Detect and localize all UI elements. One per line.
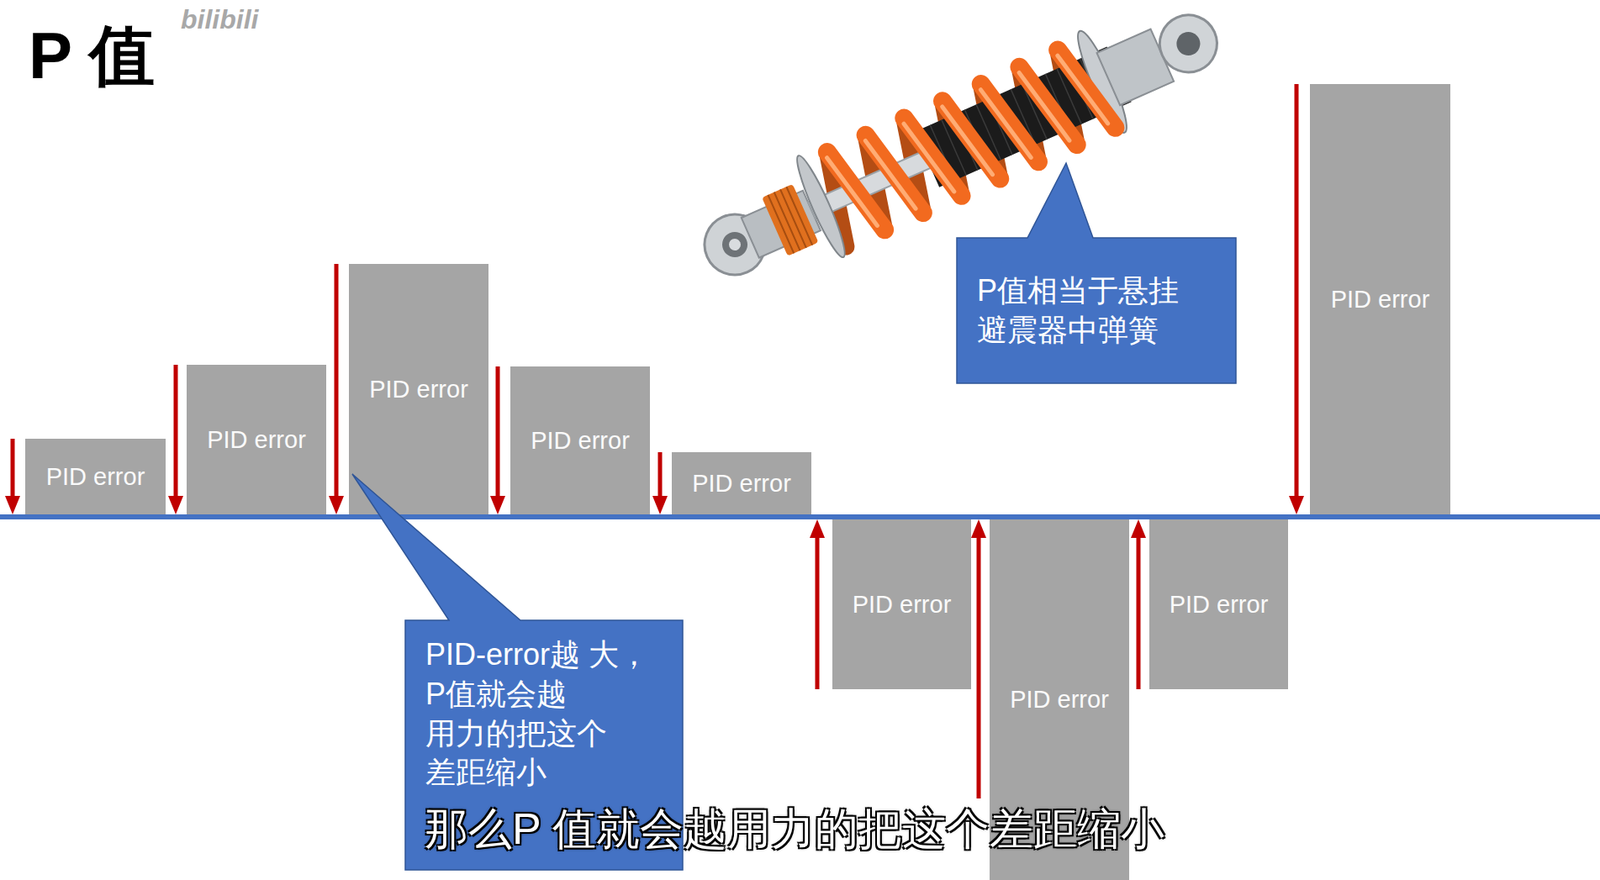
mount-hole bbox=[718, 227, 752, 262]
arrow-head bbox=[652, 496, 668, 515]
text-wrap: P值相当于悬挂 避震器中弹簧 bbox=[976, 271, 1216, 351]
watermark: bilibili bbox=[180, 5, 259, 35]
arrow-head bbox=[328, 496, 344, 515]
subtitle-caption: 那么P 值就会越用力的把这个差距缩小 bbox=[0, 805, 1590, 854]
text-wrap: PID error bbox=[1330, 285, 1431, 314]
node-text: PID error bbox=[1169, 591, 1269, 619]
node-text: PID error bbox=[46, 463, 146, 492]
arrow-head bbox=[971, 519, 987, 539]
arrow-head bbox=[5, 496, 21, 515]
text-wrap: PID error bbox=[369, 375, 469, 404]
error-bar: PID error bbox=[186, 364, 327, 515]
node-text: PID error bbox=[530, 427, 630, 455]
node-text: P值相当于悬挂 避震器中弹簧 bbox=[976, 271, 1216, 351]
arrow-head bbox=[1130, 519, 1146, 539]
text-wrap: PID error bbox=[691, 469, 792, 498]
error-bar: PID error bbox=[832, 519, 972, 690]
error-bar: PID error bbox=[25, 438, 166, 515]
arrow-shaft bbox=[174, 364, 179, 500]
node-text: PID-error越 大，P值就会越 用力的把这个 差距缩小 bbox=[425, 635, 663, 793]
error-bar: PID error bbox=[671, 452, 812, 515]
arrow-shaft bbox=[658, 452, 663, 500]
baseline bbox=[0, 514, 1600, 520]
error-bar: PID error bbox=[1149, 519, 1289, 690]
arrow-shaft bbox=[976, 534, 982, 799]
node-text: PID error bbox=[369, 375, 469, 404]
arrow-shaft bbox=[10, 438, 16, 500]
node-text: PID error bbox=[852, 591, 952, 619]
error-bar: PID error bbox=[348, 264, 489, 515]
text-wrap: PID-error越 大，P值就会越 用力的把这个 差距缩小 bbox=[425, 635, 663, 793]
arrow-head bbox=[809, 519, 825, 539]
node-text: PID error bbox=[691, 469, 792, 498]
arrow-shaft bbox=[815, 534, 820, 690]
mount-eye bbox=[1151, 5, 1227, 82]
text-wrap: PID error bbox=[530, 427, 630, 455]
adjuster-grooves bbox=[767, 186, 813, 254]
text-wrap: PID error bbox=[1169, 591, 1269, 619]
arrow-head bbox=[490, 496, 506, 515]
arrow-shaft bbox=[334, 264, 339, 500]
arrow-head bbox=[1288, 496, 1305, 515]
text-wrap: PID error bbox=[206, 426, 307, 455]
mount-bolt bbox=[727, 237, 743, 253]
text-wrap: PID error bbox=[46, 463, 146, 492]
error-bar: PID error bbox=[1309, 84, 1451, 515]
callout-shape bbox=[956, 237, 1236, 384]
callout-box: P值相当于悬挂 避震器中弹簧 bbox=[956, 237, 1236, 384]
node-text: PID error bbox=[1009, 686, 1109, 714]
node-text: PID error bbox=[1330, 285, 1431, 314]
callout-outline bbox=[956, 163, 1236, 384]
text-wrap: PID error bbox=[1009, 686, 1109, 714]
arrow-shaft bbox=[496, 366, 501, 500]
arrow-shaft bbox=[1294, 84, 1300, 500]
node-text: PID error bbox=[206, 426, 307, 455]
mount-hole bbox=[1172, 27, 1204, 59]
error-bar: PID error bbox=[510, 366, 650, 515]
arrow-shaft bbox=[1136, 534, 1141, 690]
text-wrap: PID error bbox=[852, 591, 952, 619]
arrow-head bbox=[168, 496, 184, 515]
slide-title: P 值 bbox=[28, 20, 155, 93]
